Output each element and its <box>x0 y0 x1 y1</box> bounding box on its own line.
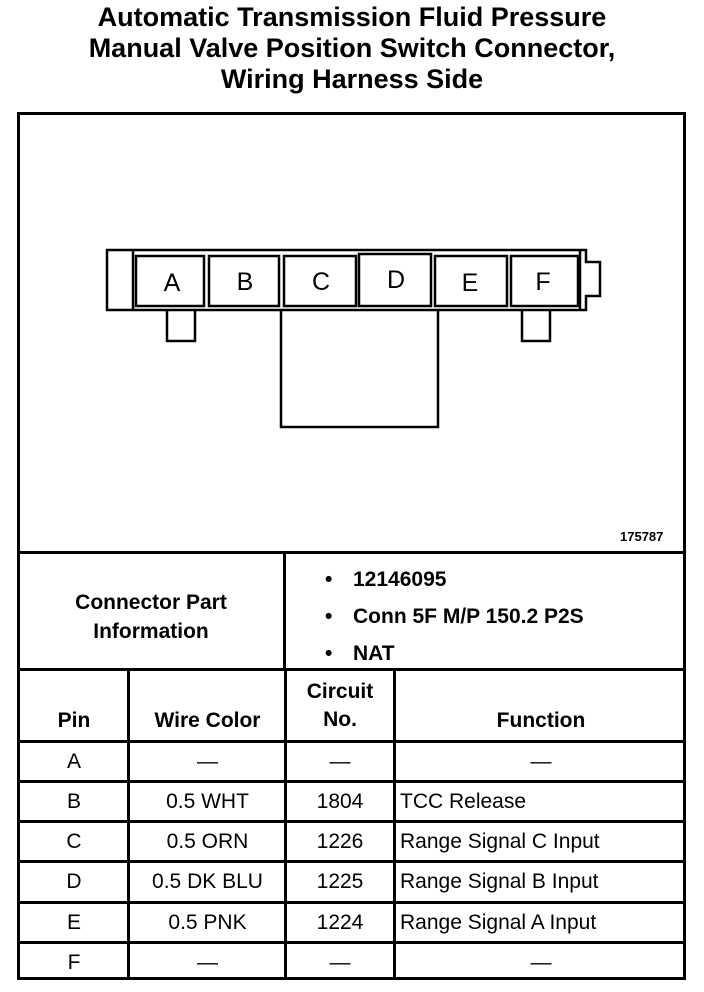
cavity-box-d <box>357 252 433 308</box>
row-divider-1 <box>20 780 686 783</box>
cell-function: Range Signal C Input <box>400 830 600 853</box>
row-divider-2 <box>20 820 686 823</box>
cavity-label-b: B <box>237 268 254 296</box>
cavity-label-e: E <box>462 269 479 297</box>
cell-wire-color: 0.5 PNK <box>168 911 247 934</box>
cell-wire-color: 0.5 WHT <box>166 790 249 813</box>
cell-circuit: 1226 <box>316 830 364 853</box>
right-lock-tab <box>520 310 552 343</box>
connector-info-label-line-2: Information <box>93 620 209 643</box>
cell-circuit: 1804 <box>316 790 364 813</box>
cavity-box-e <box>433 254 509 308</box>
bullet-icon: • <box>325 568 333 591</box>
header-circuit-line-1: Circuit <box>306 680 374 703</box>
col-divider-3 <box>393 668 396 980</box>
connector-info-item: • NAT <box>325 635 584 672</box>
row-divider-4 <box>20 901 686 904</box>
cell-wire-color: 0.5 DK BLU <box>152 870 263 893</box>
divider-diagram-bottom <box>20 551 686 554</box>
cell-wire-color: — <box>197 750 218 773</box>
connector-info-label: Connector Part Information <box>20 588 282 646</box>
figure-id: 175787 <box>620 529 664 544</box>
cell-pin: B <box>66 790 81 813</box>
col-divider-1 <box>127 668 130 980</box>
connector-info-item: • 12146095 <box>325 561 584 598</box>
header-circuit-number: Circuit No. <box>287 678 393 734</box>
cell-wire-color: 0.5 ORN <box>166 830 249 853</box>
cell-circuit: — <box>329 951 351 974</box>
cavity-label-d: D <box>387 266 405 294</box>
page-title: Automatic Transmission Fluid Pressure Ma… <box>0 2 704 95</box>
header-pin: Pin <box>57 709 91 732</box>
cavity-label-c: C <box>312 268 330 296</box>
cell-pin: D <box>66 870 82 893</box>
cavity-box-c <box>282 254 358 308</box>
cavity-box-f <box>509 254 580 308</box>
bullet-icon: • <box>325 605 333 628</box>
connector-body-outline <box>105 248 602 312</box>
row-divider-5 <box>20 941 686 944</box>
cavity-box-b <box>207 254 281 308</box>
cell-function: — <box>530 951 552 974</box>
header-function: Function <box>496 709 586 732</box>
cell-wire-color: — <box>197 951 218 974</box>
cell-pin: C <box>66 830 82 853</box>
cell-pin: E <box>66 911 81 934</box>
header-divider <box>20 740 686 743</box>
title-line-3: Wiring Harness Side <box>220 64 484 94</box>
title-line-1: Automatic Transmission Fluid Pressure <box>97 2 607 32</box>
bullet-icon: • <box>325 642 333 665</box>
header-wire-color: Wire Color <box>154 709 261 732</box>
connector-info-label-line-1: Connector Part <box>75 591 227 614</box>
connector-part-number: 12146095 <box>353 568 447 591</box>
cell-function: Range Signal B Input <box>400 870 599 893</box>
col-divider-2 <box>284 668 287 980</box>
cell-function: TCC Release <box>400 790 527 813</box>
cavity-label-a: A <box>164 269 181 297</box>
header-circuit-line-2: No. <box>323 708 357 731</box>
title-line-2: Manual Valve Position Switch Connector, <box>88 33 616 63</box>
cell-circuit: 1224 <box>316 911 364 934</box>
cell-circuit: 1225 <box>316 870 364 893</box>
cell-pin: F <box>67 951 81 974</box>
connector-frame <box>17 112 686 980</box>
row-divider-3 <box>20 860 686 863</box>
connector-info-item: • Conn 5F M/P 150.2 P2S <box>325 598 584 635</box>
connector-description: Conn 5F M/P 150.2 P2S <box>353 605 584 628</box>
connector-diagram: A B C D E F <box>105 248 602 429</box>
connector-color: NAT <box>353 642 395 665</box>
connector-info-list: • 12146095 • Conn 5F M/P 150.2 P2S • NAT <box>325 561 584 672</box>
cell-function: Range Signal A Input <box>400 911 597 934</box>
center-key-tab <box>279 310 440 429</box>
cavity-label-f: F <box>535 268 550 296</box>
left-lock-tab <box>165 310 197 343</box>
cell-pin: A <box>66 750 81 773</box>
cavity-box-a <box>134 254 206 308</box>
divider-cpi-bottom <box>20 668 686 671</box>
divider-cpi-vertical <box>283 551 286 671</box>
cell-circuit: — <box>329 750 351 773</box>
cell-function: — <box>530 750 552 773</box>
